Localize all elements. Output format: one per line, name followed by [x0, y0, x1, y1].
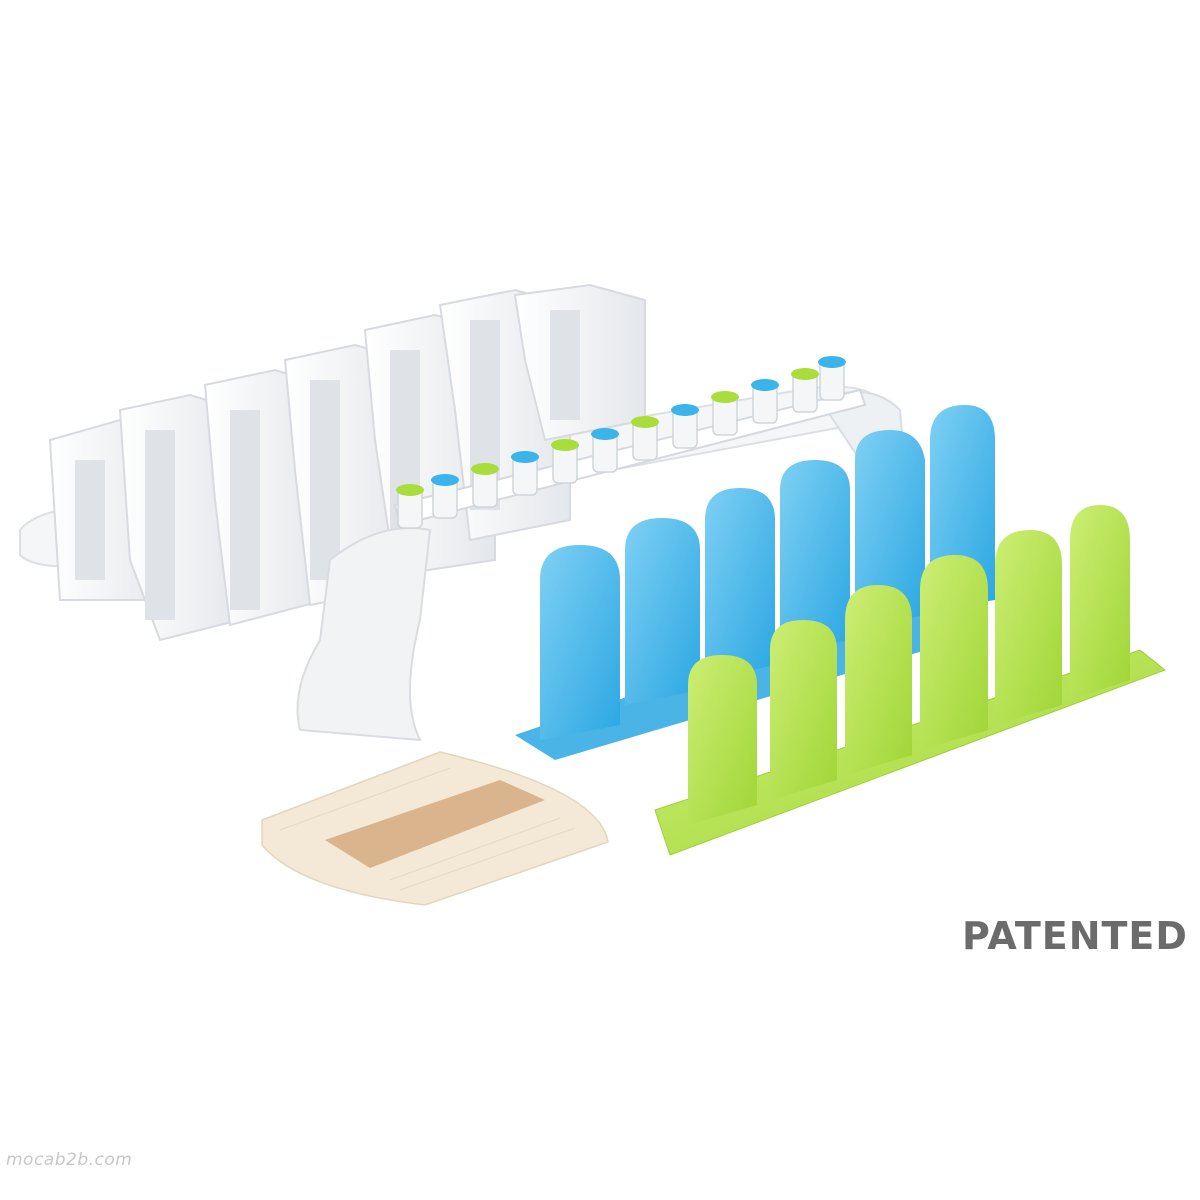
stick-holder-bar [393, 356, 867, 529]
green-silicone-molds [654, 505, 1167, 856]
patented-label: PATENTED [962, 914, 1188, 958]
wooden-sticks-bundle [261, 751, 609, 906]
watermark-text: mocab2b.com [6, 1150, 133, 1170]
